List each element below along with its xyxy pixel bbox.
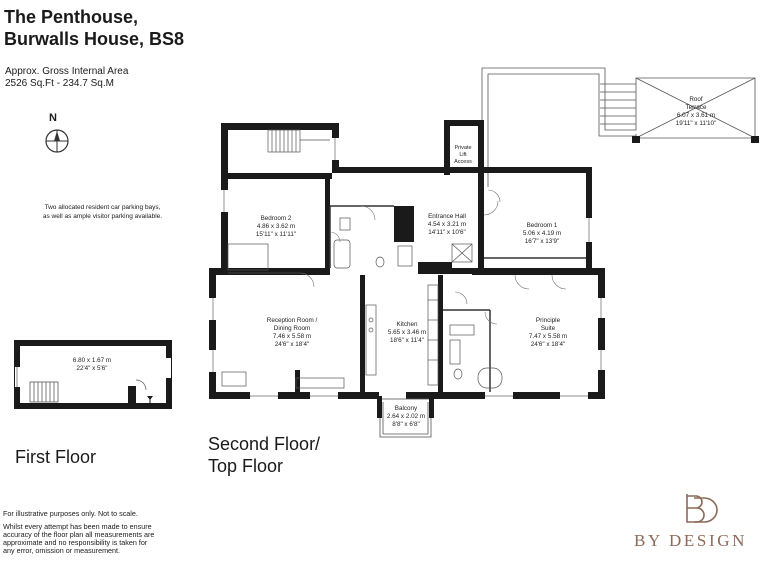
first-floor-room-dim-ft: 22'4" x 5'6" <box>76 365 108 372</box>
room-name: Bedroom 2 <box>260 215 292 222</box>
room-dim-ft: 24'6" x 18'4" <box>530 341 566 348</box>
property-title: The Penthouse, Burwalls House, BS8 <box>4 6 184 50</box>
room-dim-m: 5.06 x 4.19 m <box>522 230 562 237</box>
by-design-logo-icon <box>686 494 718 523</box>
room-dim-ft: 18'6" x 11'4" <box>389 337 425 344</box>
room-name: Kitchen <box>396 321 418 328</box>
room-dim-m: 7.46 x 5.58 m <box>272 333 312 340</box>
title-line-2: Burwalls House, BS8 <box>4 29 185 49</box>
gross-area: Approx. Gross Internal Area 2526 Sq.Ft -… <box>5 66 128 90</box>
room-label-balcony: Balcony 2.64 x 2.02 m 8'8" x 6'8" <box>366 405 446 429</box>
parking-note-line-2: as well as ample visitor parking availab… <box>42 212 163 220</box>
room-dim-m: 4.54 x 3.21 m <box>427 221 467 228</box>
title-line-1: The Penthouse, <box>4 7 139 27</box>
room-dim-ft: 14'11" x 10'6" <box>428 229 466 236</box>
parking-note: Two allocated resident car parking bays,… <box>0 204 205 221</box>
room-dim-ft: 19'11" x 11'10" <box>675 120 717 127</box>
room-name: Bedroom 1 <box>526 222 558 229</box>
room-name: Reception Room / <box>266 317 318 324</box>
room-label-reception: Reception Room / Dining Room 7.46 x 5.58… <box>252 317 332 349</box>
first-floor-label: First Floor <box>15 447 96 467</box>
room-label-entrance-hall: Entrance Hall 4.54 x 3.21 m 14'11" x 10'… <box>407 213 487 237</box>
disclaimer-line-4: approximate and no responsibility is tak… <box>3 538 148 547</box>
room-dim-m: 7.47 x 5.58 m <box>528 333 568 340</box>
area-value: 2526 Sq.Ft - 234.7 Sq.M <box>5 78 114 89</box>
second-floor-label: Second Floor/ Top Floor <box>208 433 320 477</box>
room-dim-ft: 15'11" x 11'11" <box>255 231 297 238</box>
room-name: Balcony <box>394 405 418 412</box>
room-name: Roof <box>689 96 703 103</box>
room-dim-m: 2.64 x 2.02 m <box>386 413 426 420</box>
second-floor-plan <box>209 67 759 438</box>
room-label-bedroom-2: Bedroom 2 4.86 x 3.62 m 15'11" x 11'11" <box>236 215 316 239</box>
disclaimer: For illustrative purposes only. Not to s… <box>3 510 193 555</box>
room-name-2: Suite <box>540 325 556 332</box>
room-dim-m: 6.07 x 3.61 m <box>676 112 716 119</box>
disclaimer-line-3: accuracy of the floor plan all measureme… <box>3 530 155 539</box>
room-dim-ft: 8'8" x 6'8" <box>392 421 420 428</box>
second-floor-label-line-1: Second Floor/ <box>208 434 321 454</box>
disclaimer-line-1: For illustrative purposes only. Not to s… <box>3 509 138 518</box>
room-label-principle-suite: Principle Suite 7.47 x 5.58 m 24'6" x 18… <box>508 317 588 349</box>
parking-note-line-1: Two allocated resident car parking bays, <box>44 204 161 211</box>
private-lift-line-1: Private <box>454 145 472 151</box>
area-label: Approx. Gross Internal Area <box>5 66 129 77</box>
room-name: Principle <box>535 317 561 324</box>
room-label-roof-terrace: Roof Terrace 6.07 x 3.61 m 19'11" x 11'1… <box>656 96 736 128</box>
room-dim-m: 5.65 x 3.46 m <box>387 329 427 336</box>
private-lift-label: Private Lift Access <box>446 145 480 166</box>
first-floor-room-dim-m: 6.80 x 1.67 m <box>72 357 112 364</box>
first-floor-plan <box>14 340 172 409</box>
room-name-2: Terrace <box>685 104 707 111</box>
brand-name: BY DESIGN <box>634 531 747 550</box>
room-dim-m: 4.86 x 3.62 m <box>256 223 296 230</box>
disclaimer-line-2: Whilst every attempt has been made to en… <box>3 522 152 531</box>
second-floor-label-line-2: Top Floor <box>208 456 284 476</box>
private-lift-line-2: Lift <box>459 152 467 158</box>
room-label-kitchen: Kitchen 5.65 x 3.46 m 18'6" x 11'4" <box>367 321 447 345</box>
room-name-2: Dining Room <box>273 325 311 332</box>
room-label-bedroom-1: Bedroom 1 5.06 x 4.19 m 16'7" x 13'9" <box>502 222 582 246</box>
north-compass-icon <box>45 129 69 153</box>
room-dim-ft: 16'7" x 13'9" <box>524 238 560 245</box>
compass-label: N <box>49 112 57 124</box>
room-dim-ft: 24'6" x 18'4" <box>274 341 310 348</box>
first-floor-room-label: 6.80 x 1.67 m 22'4" x 5'6" <box>52 357 132 373</box>
room-name: Entrance Hall <box>428 213 466 220</box>
private-lift-line-3: Access <box>454 159 472 165</box>
disclaimer-line-5: any error, omission or measurement. <box>3 546 121 555</box>
